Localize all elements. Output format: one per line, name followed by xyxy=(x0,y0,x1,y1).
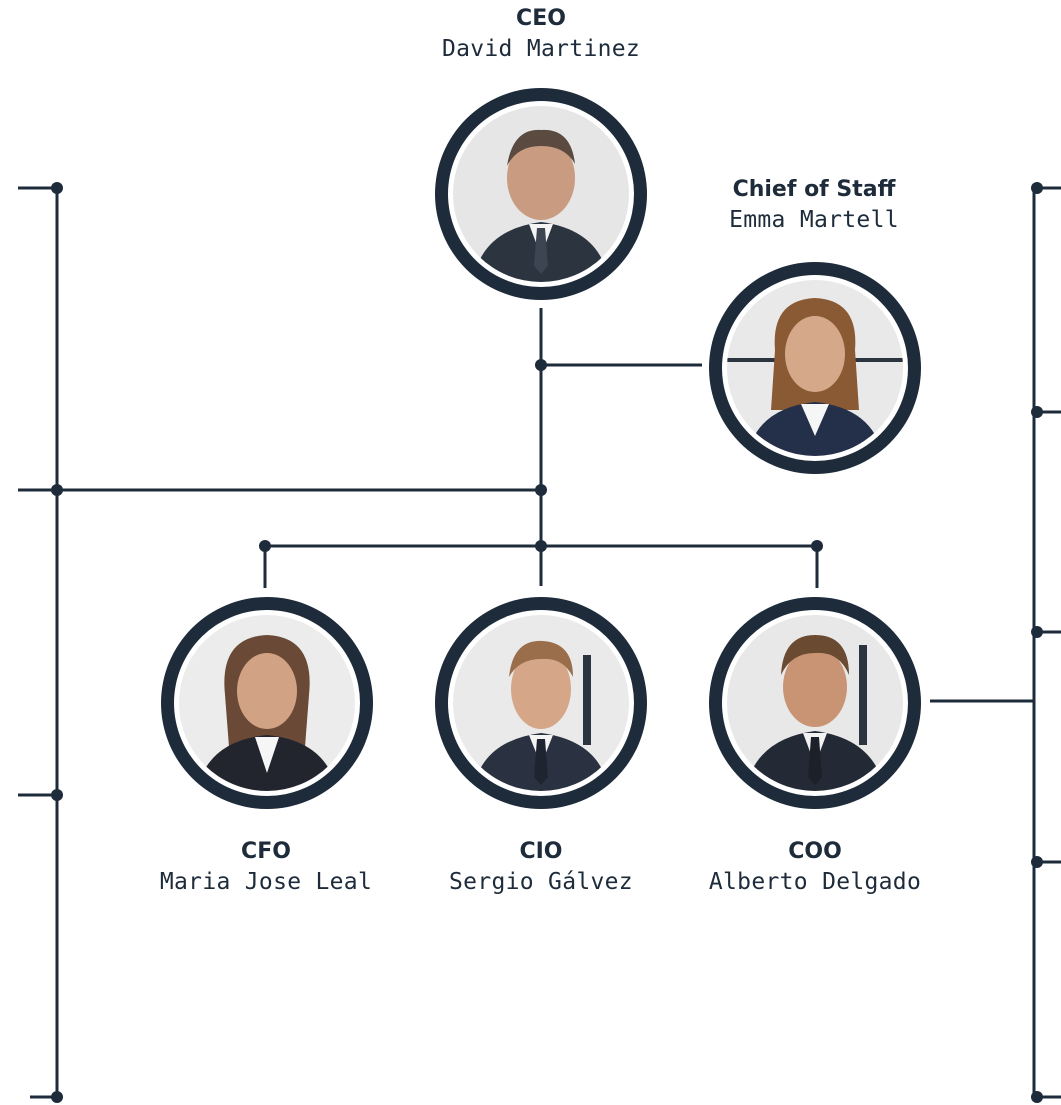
cio-role: CIO xyxy=(519,839,563,864)
ceo-role: CEO xyxy=(516,6,566,31)
cfo-avatar xyxy=(161,597,373,809)
ceo-name: David Martinez xyxy=(441,36,641,62)
connector-dot xyxy=(51,789,63,801)
connector-dot xyxy=(535,359,547,371)
cfo-role: CFO xyxy=(241,839,291,864)
cio-label: CIO Sergio Gálvez xyxy=(391,837,691,897)
coo-photo-icon xyxy=(727,615,903,791)
connector-dot xyxy=(811,540,823,552)
cio-name: Sergio Gálvez xyxy=(449,869,633,895)
connector-dot xyxy=(259,540,271,552)
coo-name: Alberto Delgado xyxy=(708,869,922,895)
connector-dot xyxy=(1031,626,1043,638)
chief-of-staff-label: Chief of Staff Emma Martell xyxy=(664,175,964,235)
chief-of-staff-photo-icon xyxy=(727,280,903,456)
connector-dot xyxy=(51,182,63,194)
ceo-photo-icon xyxy=(453,106,629,282)
chief-of-staff-role: Chief of Staff xyxy=(732,177,896,202)
chief-of-staff-name: Emma Martell xyxy=(729,207,899,233)
connector-dot xyxy=(535,540,547,552)
coo-label: COO Alberto Delgado xyxy=(665,837,965,897)
cfo-photo-icon xyxy=(179,615,355,791)
cfo-label: CFO Maria Jose Leal xyxy=(116,837,416,897)
connector-dot xyxy=(51,484,63,496)
connector-dot xyxy=(535,484,547,496)
connector-dot xyxy=(1031,856,1043,868)
cfo-name: Maria Jose Leal xyxy=(159,869,373,895)
ceo-label: CEO David Martinez xyxy=(391,4,691,64)
chief-of-staff-avatar xyxy=(709,262,921,474)
cio-avatar xyxy=(435,597,647,809)
cio-photo-icon xyxy=(453,615,629,791)
connector-dot xyxy=(1031,406,1043,418)
coo-role: COO xyxy=(788,839,842,864)
connector-dot xyxy=(1031,182,1043,194)
ceo-avatar xyxy=(435,88,647,300)
connector-dot xyxy=(1031,1091,1043,1103)
connector-dot xyxy=(51,1091,63,1103)
coo-avatar xyxy=(709,597,921,809)
